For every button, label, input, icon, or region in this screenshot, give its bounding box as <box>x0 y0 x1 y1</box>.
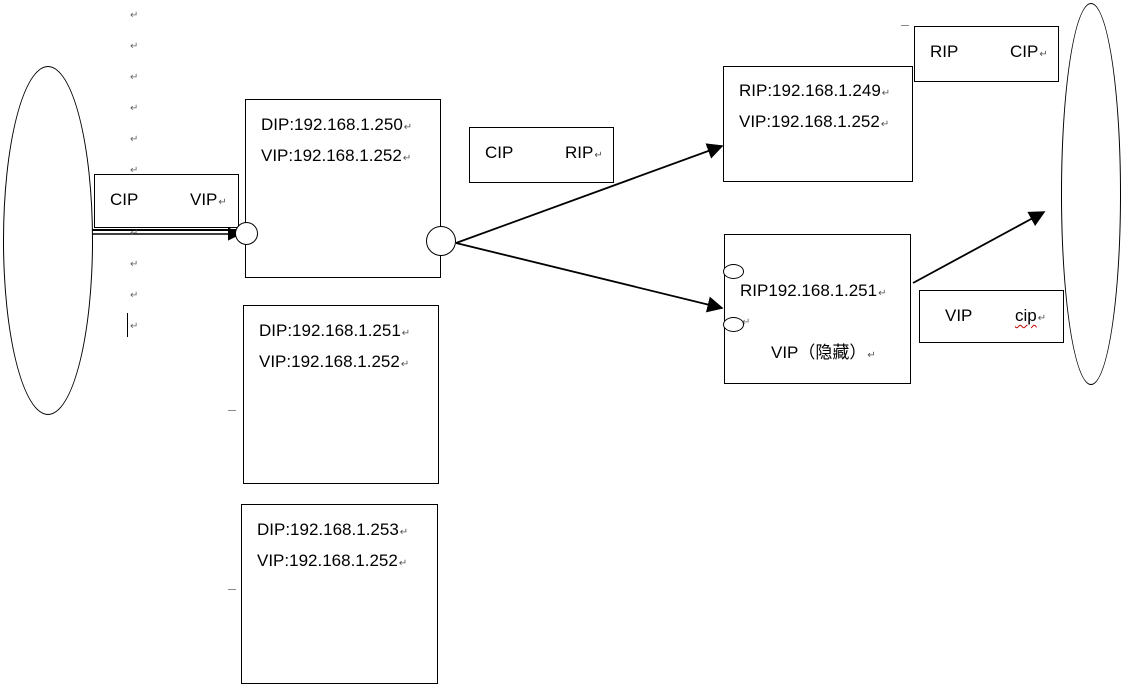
real-server-2-port-bottom <box>723 317 744 332</box>
client-ellipse-left <box>3 66 93 415</box>
text-cursor <box>127 313 128 337</box>
real-server-1-reply-dst: CIP↵ <box>1010 42 1048 61</box>
real-server-1-reply-src: RIP <box>930 42 959 61</box>
director-outbound-port <box>426 226 456 256</box>
paragraph-mark: ↵ <box>130 72 139 83</box>
director-to-real-server-2-arrow <box>455 242 724 313</box>
real-server-2-box: RIP192.168.1.251↵ VIP（隐藏）↵ ↵ <box>724 234 911 384</box>
real-server-2-rip: RIP192.168.1.251↵ <box>740 281 887 300</box>
real-server-2-reply-dst: cip↵ <box>1015 306 1047 325</box>
paragraph-mark: ↵ <box>130 41 139 52</box>
client-packet-src: CIP <box>110 190 139 209</box>
director-inbound-port <box>235 222 258 245</box>
real-server-2-vip: VIP（隐藏）↵ <box>771 343 876 362</box>
director-standby-1-vip: VIP:192.168.1.252↵ <box>259 352 410 371</box>
real-server-2-to-client-arrow <box>912 211 1046 284</box>
director-standby-2-vip: VIP:192.168.1.252↵ <box>257 551 408 570</box>
real-server-2-reply-box: VIP cip↵ <box>919 290 1064 343</box>
director-standby-1-box: DIP:192.168.1.251↵ VIP:192.168.1.252↵ <box>243 305 439 484</box>
client-ellipse-right <box>1061 3 1121 385</box>
real-server-1-vip: VIP:192.168.1.252↵ <box>739 112 890 131</box>
real-server-2-port-top <box>723 264 744 279</box>
director-primary-box: DIP:192.168.1.250↵ VIP:192.168.1.252↵ <box>245 99 441 278</box>
real-server-2-reply-src: VIP <box>945 306 973 325</box>
paragraph-mark: ↵ <box>130 259 139 270</box>
dash-artifact <box>901 25 909 26</box>
director-standby-1-dip: DIP:192.168.1.251↵ <box>259 321 411 340</box>
client-packet-box: CIP VIP↵ <box>94 174 239 228</box>
paragraph-mark: ↵ <box>130 10 139 21</box>
paragraph-mark: ↵ <box>742 317 751 328</box>
real-server-1-reply-box: RIP CIP↵ <box>914 26 1059 82</box>
paragraph-mark: ↵ <box>130 228 139 239</box>
director-standby-2-box: DIP:192.168.1.253↵ VIP:192.168.1.252↵ <box>241 504 438 684</box>
dash-artifact <box>228 410 236 411</box>
forward-packet-src: CIP <box>485 143 514 162</box>
paragraph-mark: ↵ <box>130 103 139 114</box>
forward-packet-box: CIP RIP↵ <box>469 127 614 183</box>
paragraph-mark: ↵ <box>130 290 139 301</box>
real-server-1-box: RIP:192.168.1.249↵ VIP:192.168.1.252↵ <box>723 66 913 182</box>
forward-packet-dst: RIP↵ <box>565 143 603 162</box>
dash-artifact <box>228 589 236 590</box>
director-standby-2-dip: DIP:192.168.1.253↵ <box>257 520 409 539</box>
director-primary-dip: DIP:192.168.1.250↵ <box>261 115 413 134</box>
director-to-real-server-1-arrow <box>455 143 724 244</box>
real-server-1-rip: RIP:192.168.1.249↵ <box>739 81 891 100</box>
paragraph-mark: ↵ <box>130 165 139 176</box>
director-primary-vip: VIP:192.168.1.252↵ <box>261 146 412 165</box>
paragraph-mark: ↵ <box>130 321 139 332</box>
client-packet-dst: VIP↵ <box>190 190 227 209</box>
paragraph-mark: ↵ <box>130 134 139 145</box>
